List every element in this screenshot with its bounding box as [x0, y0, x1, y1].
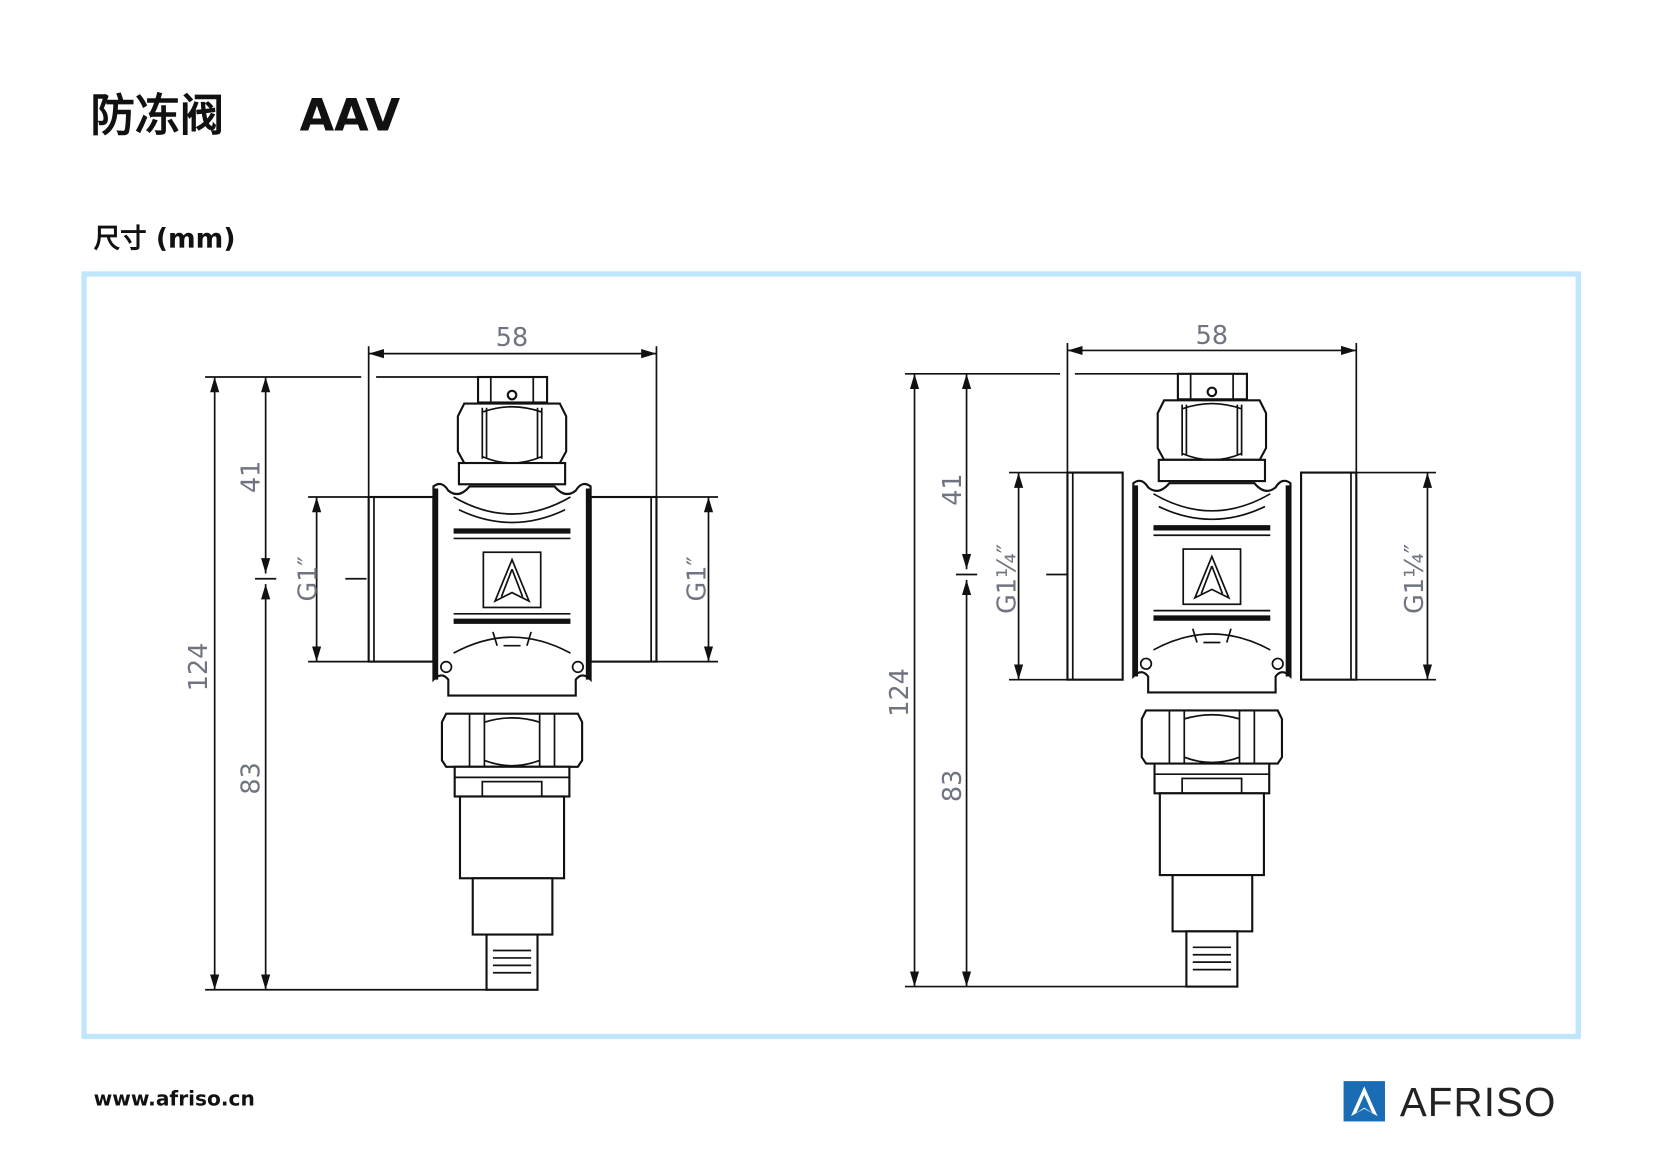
- product-code: AAV: [300, 90, 401, 142]
- dim-thread-left: G1″: [294, 556, 324, 601]
- afriso-logo: AFRISO: [1343, 1079, 1557, 1125]
- drawing-frame: [81, 271, 1581, 1040]
- dim-thread-right: G1″: [682, 556, 712, 601]
- dim-total-height: 124: [184, 643, 214, 692]
- product-name-cn: 防冻阀: [90, 90, 224, 142]
- section-label: 尺寸 (mm): [94, 223, 236, 254]
- website-link[interactable]: www.afriso.cn: [94, 1087, 255, 1111]
- dim-upper-height: 41: [236, 461, 266, 493]
- dim-upper-height: 41: [938, 473, 968, 505]
- dim-lower-height: 83: [236, 762, 266, 794]
- valve-drawing-g1-1-4: 58 124 41 83 G1¼″ G1¼″: [885, 321, 1436, 987]
- dim-thread-left: G1¼″: [992, 544, 1022, 614]
- dim-total-height: 124: [885, 668, 915, 717]
- dim-lower-height: 83: [938, 770, 968, 802]
- dim-width: 58: [1196, 321, 1228, 351]
- brand-name: AFRISO: [1400, 1079, 1557, 1125]
- valve-drawing-g1: 58 124 41 83 G1″ G1″: [184, 323, 719, 990]
- dim-thread-right: G1¼″: [1400, 544, 1430, 614]
- dim-width: 58: [496, 323, 528, 353]
